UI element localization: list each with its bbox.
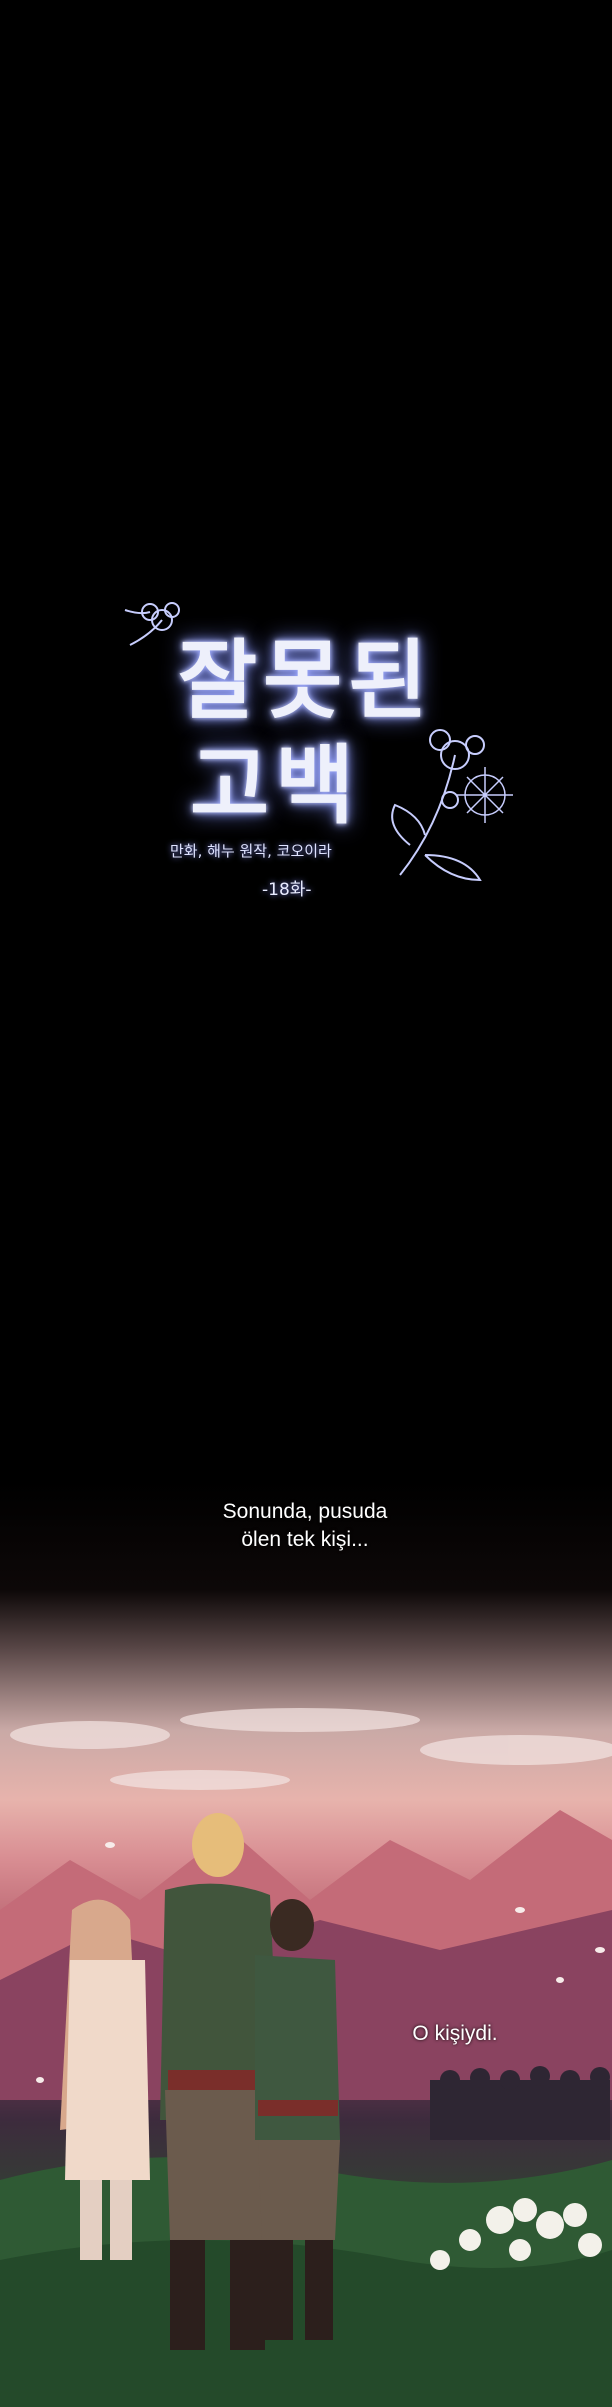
title-line-2: 고백 (190, 735, 361, 836)
episode-number: -18화- (262, 880, 312, 900)
narration-line-1: Sonunda, pusuda (222, 1500, 388, 1523)
black-opening-area (0, 0, 612, 1480)
girl-figure (60, 1899, 150, 2260)
narration-line-2: ölen tek kişi... (241, 1528, 369, 1551)
title-line-1: 잘못된 (178, 630, 434, 731)
credits-text: 만화, 해누 원작, 코오이라 (170, 842, 332, 860)
scene-panel (0, 1480, 612, 2407)
man-figure (160, 1813, 280, 2350)
boy-figure (255, 1899, 340, 2340)
title-logo: 잘못된 고백 만화, 해누 원작, 코오이라 -18화- (0, 540, 612, 920)
compass-star-icon (457, 767, 513, 823)
narration-box-1: Sonunda, pusuda ölen tek kişi... (150, 1498, 460, 1554)
scene-illustration (0, 1708, 612, 2407)
flower-ornament-icon (391, 729, 485, 882)
narration-box-2: O kişiydi. (370, 2020, 540, 2048)
flower-ornament-icon (124, 602, 180, 646)
narration-line-3: O kişiydi. (412, 2022, 498, 2045)
